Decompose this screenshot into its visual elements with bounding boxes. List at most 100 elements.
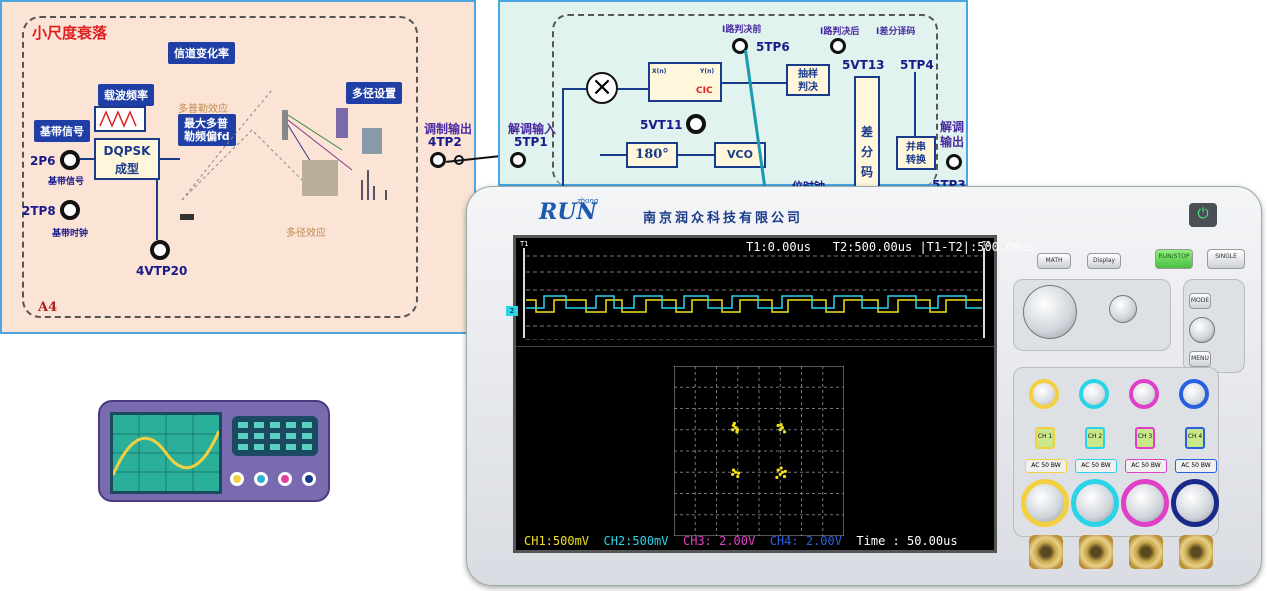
channel-status-bar: CH1:500mV CH2:500mV CH3: 2.00V CH4: 2.00… <box>524 534 958 548</box>
constellation-point <box>737 471 741 475</box>
ch4-label: CH4: <box>769 534 799 548</box>
ch3-position-knob[interactable] <box>1129 379 1159 409</box>
ch3-bnc-connector[interactable] <box>1129 535 1163 569</box>
doppler-effect-label: 多普勒效应 <box>178 104 228 115</box>
diff-decode-label: I差分译码 <box>876 27 916 37</box>
ch4-bnc-connector[interactable] <box>1179 535 1213 569</box>
jack-cyan-icon <box>254 472 268 486</box>
power-button[interactable]: ⏻ <box>1189 203 1217 227</box>
company-name: 南京润众科技有限公司 <box>643 211 804 226</box>
multipath-effect-label: 多径效应 <box>286 228 326 239</box>
constellation-point <box>780 426 784 430</box>
ch1-position-knob[interactable] <box>1029 379 1059 409</box>
shaping-label: 成型 <box>114 162 139 176</box>
delta-readout: |T1-T2|:500.00us <box>919 240 1036 254</box>
ch4-coupling-buttons[interactable]: AC 50 BW <box>1175 459 1217 473</box>
ch3-scale: 2.00V <box>719 534 756 548</box>
tp-5vt13-label: 5VT13 <box>842 58 885 72</box>
brand-logo: RUN <box>539 199 597 225</box>
ch4-scale-knob[interactable] <box>1171 479 1219 527</box>
module-label: A4 <box>38 300 58 315</box>
constellation-point <box>776 468 780 472</box>
tp-5tp4-label: 5TP4 <box>900 58 934 72</box>
ch4-scale: 2.00V <box>805 534 842 548</box>
display-button[interactable]: Display <box>1087 253 1121 269</box>
tp-5vt11-label: 5VT11 <box>640 118 683 132</box>
constellation-point <box>780 470 784 474</box>
carrier-freq-button[interactable]: 载波频率 <box>98 84 154 106</box>
timebase-readout: Time : 50.00us <box>856 534 958 548</box>
math-button[interactable]: MATH <box>1037 253 1071 269</box>
cic-label: CIC <box>696 86 713 96</box>
ch1-scale-knob[interactable] <box>1021 479 1069 527</box>
constellation-point <box>732 421 736 425</box>
constellation-point <box>778 472 782 476</box>
tp-2tp8[interactable] <box>60 200 80 220</box>
tp-2p6-label: 2P6 <box>30 154 56 168</box>
marker-t1: T1 <box>520 240 529 248</box>
cic-y-label: Y(n) <box>700 68 715 75</box>
ch3-scale-knob[interactable] <box>1121 479 1169 527</box>
oscilloscope-icon[interactable] <box>98 400 330 502</box>
jack-yellow-icon <box>230 472 244 486</box>
waveform-area <box>526 255 982 340</box>
dqpsk-block: DQPSK 成型 <box>94 138 160 180</box>
constellation-point <box>731 428 735 432</box>
ch2-scale: CH2:500mV <box>603 534 669 548</box>
panel-a-title: 小尺度衰落 <box>32 24 108 42</box>
ch2-waveform <box>526 295 982 309</box>
menu-button[interactable]: MENU <box>1189 351 1211 367</box>
tp-2p6[interactable] <box>60 150 80 170</box>
ch3-coupling-buttons[interactable]: AC 50 BW <box>1125 459 1167 473</box>
max-doppler-button[interactable]: 最大多普 勒频偏fd <box>178 114 236 146</box>
ch1-button[interactable]: CH 1 <box>1035 427 1055 449</box>
cursor-readout: T1:0.00us T2:500.00us |T1-T2|:500.00us <box>746 240 1035 254</box>
cursor-t1-line[interactable] <box>523 248 525 338</box>
horizontal-scale-knob[interactable] <box>1109 295 1137 323</box>
constellation-point <box>736 474 740 479</box>
constellation-point <box>734 470 738 474</box>
ch4-position-knob[interactable] <box>1179 379 1209 409</box>
tp-5vt13-probe[interactable] <box>830 38 846 54</box>
run-stop-button[interactable]: RUN/STOP <box>1155 249 1193 269</box>
ch2-scale-knob[interactable] <box>1071 479 1119 527</box>
constellation-point <box>782 474 787 479</box>
baseband-signal-button[interactable]: 基带信号 <box>34 120 90 142</box>
ch2-button[interactable]: CH 2 <box>1085 427 1105 449</box>
phase-180-block: 180° <box>626 142 678 168</box>
ch1-scale: CH1:500mV <box>524 534 590 548</box>
horizontal-position-knob[interactable] <box>1023 285 1077 339</box>
t1-readout: T1:0.00us <box>746 240 812 254</box>
tp-demod-out[interactable] <box>946 154 962 170</box>
ch1-coupling-buttons[interactable]: AC 50 BW <box>1025 459 1067 473</box>
constellation-point <box>783 469 787 473</box>
tp-4vtp20[interactable] <box>150 240 170 260</box>
tp-5tp6-label: 5TP6 <box>756 40 790 54</box>
ch1-bnc-connector[interactable] <box>1029 535 1063 569</box>
ch2-ground-marker[interactable]: 2 <box>506 306 518 316</box>
single-button[interactable]: SINGLE <box>1207 249 1245 269</box>
ch2-coupling-buttons[interactable]: AC 50 BW <box>1075 459 1117 473</box>
mode-button[interactable]: MODE <box>1189 293 1211 309</box>
ch3-button[interactable]: CH 3 <box>1135 427 1155 449</box>
scope-screen: T1:0.00us T2:500.00us |T1-T2|:500.00us T… <box>506 235 1035 553</box>
ch4-button[interactable]: CH 4 <box>1185 427 1205 449</box>
ch2-bnc-connector[interactable] <box>1079 535 1113 569</box>
cic-block: X(n) Y(n) CIC <box>648 62 722 102</box>
cursor-t2-line[interactable] <box>983 248 985 338</box>
multipath-setting-button[interactable]: 多径设置 <box>346 82 402 104</box>
constellation-point <box>731 468 736 472</box>
constellation-point <box>734 426 738 430</box>
tp-5vt11[interactable] <box>686 114 706 134</box>
constellation-point <box>782 430 787 434</box>
constellation-point <box>778 428 782 432</box>
channel-rate-button[interactable]: 信道变化率 <box>168 42 235 64</box>
tp-5tp1[interactable] <box>510 152 526 168</box>
trigger-level-knob[interactable] <box>1189 317 1215 343</box>
tp-5tp1-label: 5TP1 <box>514 135 548 149</box>
multiplier-icon: × <box>586 72 618 104</box>
ch2-position-knob[interactable] <box>1079 379 1109 409</box>
constellation-point <box>776 423 780 428</box>
tp-4tp2[interactable] <box>430 152 446 168</box>
tp-5tp6[interactable] <box>732 38 748 54</box>
